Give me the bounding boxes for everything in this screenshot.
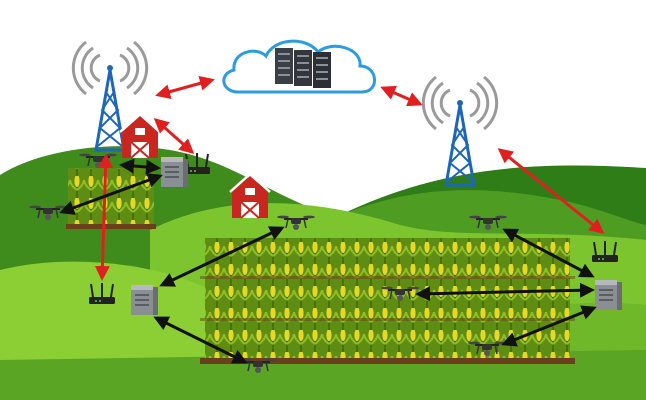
link-drone2-box <box>59 173 163 215</box>
link-tower-left-cloud <box>155 75 215 100</box>
link-tower-right-router-right <box>497 148 605 234</box>
crop-field-small <box>66 168 156 229</box>
link-tower-left-router <box>153 118 195 154</box>
gateway-box-icon-right <box>595 280 622 310</box>
link-cloud-tower-right <box>380 85 423 107</box>
crop-field-large <box>200 238 575 364</box>
link-box-left-drone7 <box>153 316 248 364</box>
server-rack-icon <box>275 48 331 88</box>
gateway-box-icon-top-left <box>161 157 188 187</box>
link-drone5-box-right <box>415 282 595 302</box>
link-drone4-box-right <box>502 228 595 278</box>
link-box-left-drone3 <box>159 226 285 287</box>
gateway-box-icon-left <box>131 285 158 315</box>
link-drone1-box <box>119 158 161 175</box>
link-drone6-box-right <box>501 305 597 347</box>
